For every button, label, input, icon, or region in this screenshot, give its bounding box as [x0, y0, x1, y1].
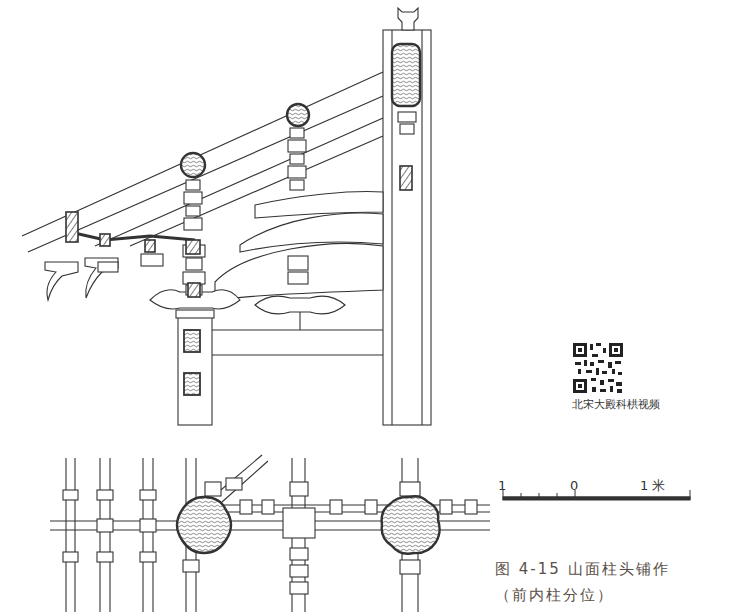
scale-number: 0 — [570, 478, 578, 494]
qr-caption: 北宋大殿科栱视频 — [572, 398, 660, 411]
qr-code — [573, 343, 623, 393]
scale-number: 1 — [498, 478, 506, 494]
figure-caption: 图 4-15 山面柱头铺作（前内柱分位） — [495, 556, 685, 609]
elevation — [22, 8, 431, 425]
plan — [50, 455, 490, 612]
scale-unit: 1 米 — [640, 478, 665, 494]
